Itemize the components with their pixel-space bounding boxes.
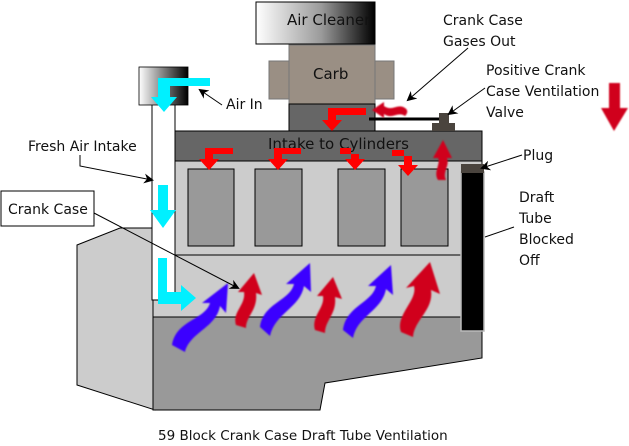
pcv-valve-label-line2: Case Ventilation — [486, 84, 599, 100]
fresh-air-arrow-tube — [150, 185, 176, 228]
fresh-air-blue-arrow-3 — [343, 265, 393, 338]
blowby-arrow-3 — [399, 262, 440, 337]
leader-crank-case — [93, 212, 240, 289]
fresh-air-arrow-outlet — [158, 258, 196, 311]
crank-case-label-box — [0, 190, 95, 227]
pcv-valve-base — [432, 123, 455, 131]
pcv-valve-label-line1: Positive Crank — [486, 63, 586, 79]
draft-tube-label-line1: Draft — [519, 190, 555, 206]
leader-fresh-air-intake — [79, 155, 154, 184]
pcv-valve-top — [439, 113, 449, 125]
cylinder-4 — [400, 168, 449, 247]
fresh-air-blue-arrow-2 — [260, 263, 311, 336]
crank-case-label: Crank Case — [8, 202, 88, 218]
cylinder-3 — [337, 168, 386, 247]
fresh-air-arrow-inlet — [151, 78, 210, 112]
oil-pan — [152, 316, 483, 411]
carb-body — [288, 44, 376, 105]
intake-arrow-cyl-3 — [340, 148, 365, 170]
carb-label: Carb — [313, 65, 348, 83]
draft-tube-label-line3: Blocked — [519, 232, 574, 248]
intake-arrow-cyl-4 — [392, 150, 418, 176]
intake-flow — [199, 108, 418, 176]
draft-tube-label-line2: Tube — [518, 211, 552, 227]
carb-side-right — [373, 60, 395, 100]
leader-gases-out — [406, 47, 469, 102]
draft-tube-label-line4: Off — [519, 253, 540, 269]
air-cleaner-label: Air Cleaner — [287, 11, 371, 29]
plug-label: Plug — [523, 148, 553, 164]
blowby-flow — [235, 102, 452, 337]
air-in-label: Air In — [226, 97, 263, 113]
intake-label: Intake to Cylinders — [268, 135, 409, 153]
air-cleaner — [255, 1, 376, 45]
pcv-up-arrow — [433, 140, 452, 180]
crank-case-side-panel — [76, 227, 156, 411]
draft-tube — [460, 171, 485, 332]
leader-plug — [480, 154, 523, 171]
crank-case-gases-out-label-line1: Crank Case — [443, 13, 523, 29]
carb-side-left — [268, 60, 290, 100]
fresh-air-flow — [150, 78, 210, 311]
blowby-arrow-1 — [235, 273, 262, 328]
fresh-air-blue-arrow-1 — [172, 283, 228, 352]
crank-case-gases-out-label-line2: Gases Out — [443, 34, 516, 50]
fresh-air-intake-label: Fresh Air Intake — [28, 139, 137, 155]
intake-arrow-cyl-2 — [268, 148, 301, 170]
blowby-arrow-2 — [314, 277, 342, 333]
leader-draft-tube — [484, 226, 515, 238]
intake-arrow-carb — [322, 108, 366, 131]
draft-tube-plug — [461, 164, 484, 173]
leader-pcv-valve — [447, 87, 486, 116]
diagram-caption: 59 Block Crank Case Draft Tube Ventilati… — [158, 428, 448, 444]
leader-air-in — [198, 88, 223, 106]
cylinder-2 — [254, 168, 303, 247]
cylinder-1 — [187, 168, 235, 247]
intake-arrow-cyl-1 — [199, 148, 233, 170]
crankcase-fresh-air-flow — [172, 263, 393, 352]
gases-out-arrow — [372, 102, 408, 118]
down-arrow-icon — [601, 83, 628, 131]
pcv-valve-label-line3: Valve — [486, 105, 524, 121]
callout-leaders — [79, 47, 523, 289]
